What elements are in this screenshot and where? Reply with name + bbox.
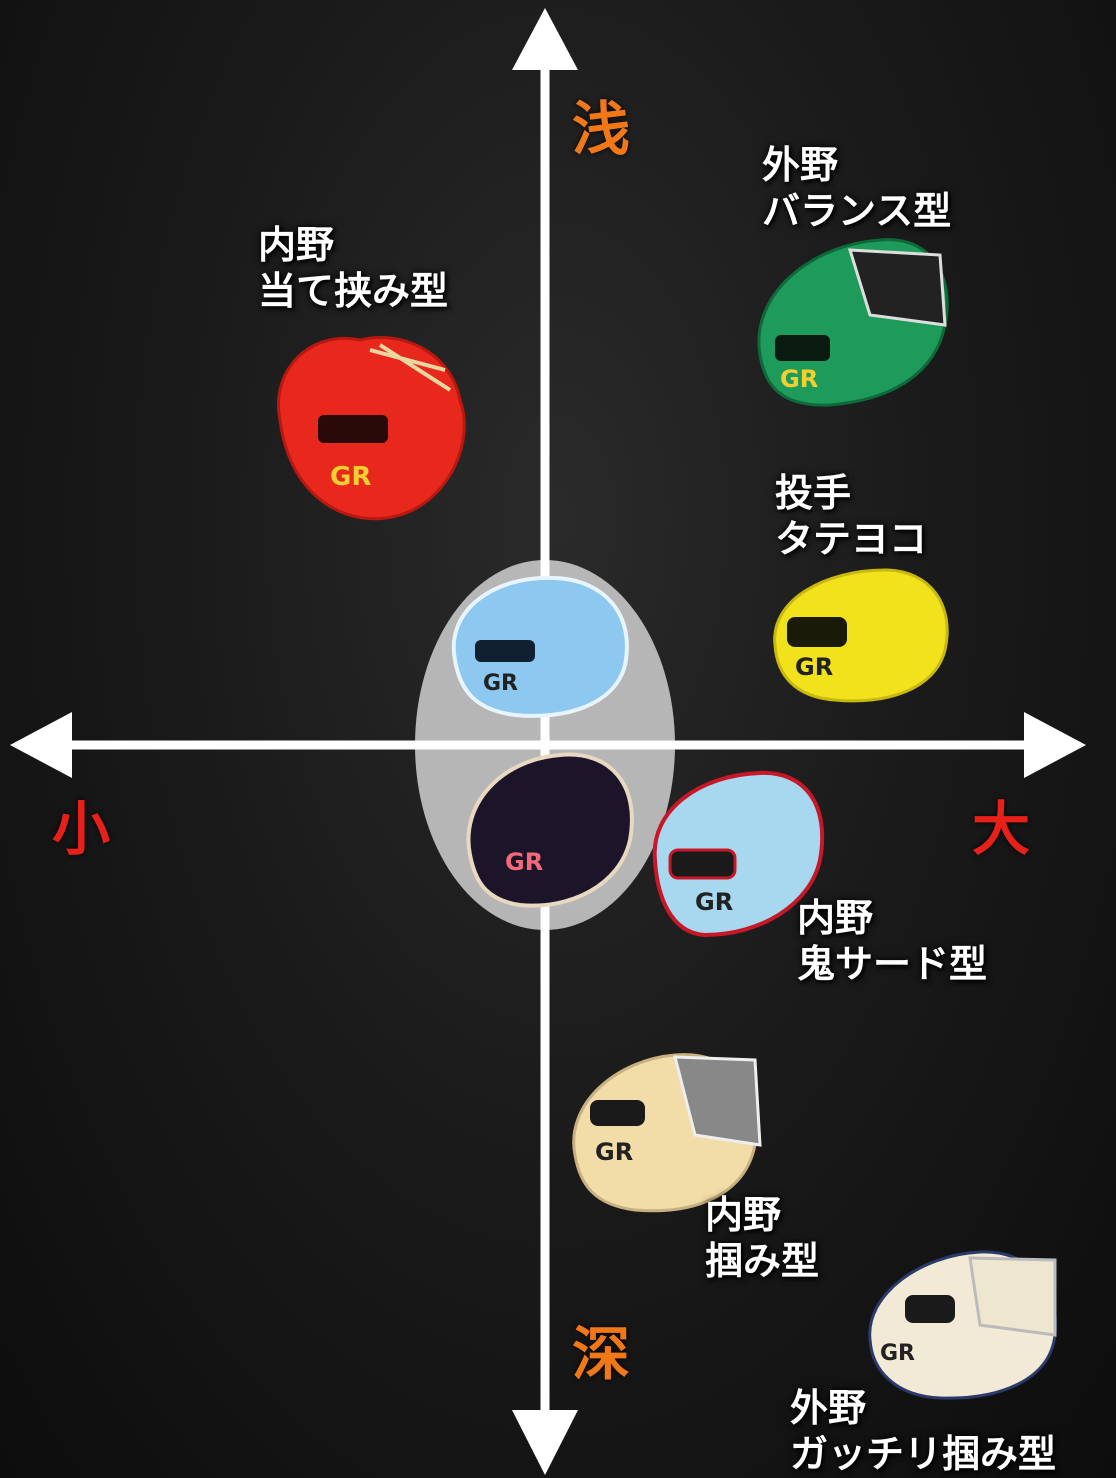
svg-text:GR: GR — [795, 653, 833, 681]
svg-text:GR: GR — [330, 462, 371, 492]
axis-label-deep: 深 — [572, 1320, 631, 1388]
label-type: ガッチリ掴み型 — [790, 1431, 1057, 1476]
svg-text:GR: GR — [695, 888, 733, 916]
label-type: バランス型 — [762, 188, 952, 233]
label-type: 当て挟み型 — [258, 268, 449, 313]
label-type: 鬼サード型 — [797, 941, 988, 986]
glove-yellow-pitcher-icon: GR — [773, 568, 949, 703]
label-position: 内野 — [258, 222, 335, 267]
horizontal-axis-arrow-right — [1024, 712, 1086, 778]
label-infield-oni-side: 内野 鬼サード型 — [797, 895, 987, 987]
axis-label-small: 小 — [52, 795, 111, 863]
axis-label-large: 大 — [972, 795, 1031, 863]
label-position: 投手 — [775, 470, 852, 515]
label-position: 外野 — [790, 1385, 867, 1430]
vertical-axis-arrow-bottom — [512, 1410, 578, 1475]
glove-navy-first-base-mitt-icon: GR — [466, 752, 634, 908]
label-position: 外野 — [762, 142, 839, 187]
label-infield-pocket-pinch: 内野 当て挟み型 — [258, 222, 448, 314]
glove-cream-infield-icon: GR — [572, 1053, 762, 1213]
label-position: 内野 — [797, 895, 874, 940]
svg-text:GR: GR — [483, 671, 518, 696]
label-outfield-balance: 外野 バランス型 — [762, 142, 951, 234]
horizontal-axis-arrow-left — [10, 712, 72, 778]
glove-skyblue-infield-icon: GR — [652, 770, 825, 938]
glove-red-infield-icon: GR — [277, 336, 466, 521]
svg-text:GR: GR — [505, 848, 543, 876]
svg-text:GR: GR — [880, 1341, 915, 1366]
label-type: 掴み型 — [705, 1238, 820, 1283]
svg-text:GR: GR — [595, 1138, 633, 1166]
label-position: 内野 — [705, 1192, 782, 1237]
label-type: タテヨコ — [775, 516, 928, 561]
vertical-axis-arrow-top — [512, 8, 578, 70]
axis-label-shallow: 浅 — [572, 95, 631, 163]
label-outfield-firm-grab: 外野 ガッチリ掴み型 — [790, 1385, 1056, 1477]
glove-green-outfield-icon: GR — [757, 238, 949, 407]
glove-lightblue-catcher-mitt-icon: GR — [451, 575, 629, 718]
label-infield-grab: 内野 掴み型 — [705, 1192, 819, 1284]
glove-ivory-outfield-icon: GR — [868, 1250, 1058, 1400]
svg-text:GR: GR — [780, 365, 818, 393]
label-pitcher-tateyoko: 投手 タテヨコ — [775, 470, 927, 562]
